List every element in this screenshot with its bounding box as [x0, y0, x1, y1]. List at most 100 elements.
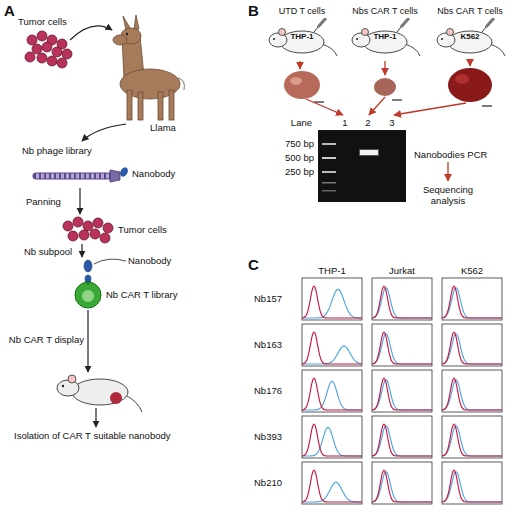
- histogram-frame: [442, 278, 502, 320]
- figure-label: Lane: [291, 117, 312, 128]
- mouse-eye: [273, 38, 275, 40]
- leader-line: [94, 259, 126, 264]
- sample-arrow: [306, 99, 343, 115]
- sample-arrow: [369, 97, 385, 115]
- sample-arrow: [394, 103, 466, 115]
- tumor-cells: [37, 31, 47, 41]
- car-t-cell: [82, 290, 94, 302]
- figure-label: Isolation of CAR T suitable nanobody: [14, 430, 171, 441]
- syringe: [314, 27, 318, 32]
- figure-label: 2: [365, 117, 370, 128]
- flow-arrow: [95, 408, 96, 427]
- syringe: [482, 27, 486, 32]
- mouse-ear: [362, 29, 369, 36]
- tumor-cells: [63, 217, 113, 243]
- injection-arrow: [384, 61, 385, 75]
- gel-image: [322, 190, 336, 192]
- mouse-illustration: [57, 380, 79, 396]
- syringe: [397, 27, 401, 32]
- tumor-photo: [284, 68, 492, 106]
- tumor-cells: [79, 230, 89, 240]
- figure-label: K562: [461, 265, 483, 276]
- histogram-curve: [302, 286, 362, 318]
- histogram-curve: [442, 380, 502, 410]
- flow-arrow: [79, 188, 80, 214]
- car-t-cell: [87, 282, 89, 285]
- histogram-curve: [302, 332, 362, 364]
- histogram-frame: [302, 462, 362, 504]
- node-label: THP-1: [373, 31, 396, 42]
- tumor-cells: [57, 58, 67, 68]
- histogram-frame: [302, 416, 362, 458]
- tumor-photo: [290, 77, 302, 85]
- figure-label: THP-1: [318, 265, 345, 276]
- figure-label: Sequencing analysis: [413, 184, 483, 206]
- histogram-curve: [372, 286, 432, 318]
- histogram-curve: [372, 378, 432, 410]
- gel-image: [360, 150, 378, 155]
- process-arrow: [447, 162, 448, 181]
- histogram-frame: [442, 370, 502, 412]
- tumor-cells: [73, 217, 83, 227]
- node-label: THP-1: [290, 31, 313, 42]
- flow-arrow: [82, 124, 126, 141]
- histogram-frame: [372, 324, 432, 366]
- figure-label: Nb157: [254, 293, 282, 304]
- llama-illustration: [178, 78, 184, 90]
- tumor-cells: [83, 221, 93, 231]
- histogram-curve: [442, 332, 502, 364]
- tumor-cells: [100, 233, 110, 243]
- mouse-illustration: [127, 396, 142, 412]
- flow-arrow: [87, 310, 88, 372]
- histogram-curve: [372, 470, 432, 502]
- mouse-tail: [405, 44, 420, 56]
- histogram-grid: [302, 278, 502, 504]
- tumor-cells: [47, 56, 57, 66]
- histogram-curve: [302, 424, 362, 456]
- mouse-ear: [447, 29, 454, 36]
- mouse-illustration: [110, 392, 122, 404]
- figure-label: Nb163: [254, 339, 282, 350]
- syringe: [318, 18, 326, 27]
- panel-letter: B: [248, 2, 259, 19]
- mouse-node: UTD T cellsTHP-1: [262, 6, 342, 58]
- figure-label: Nb176: [254, 385, 282, 396]
- figure-label: Jurkat: [389, 265, 415, 276]
- histogram-curve: [442, 334, 502, 364]
- tumor-cells: [93, 218, 103, 228]
- mouse-illustration: [57, 375, 142, 412]
- mouse-node: Nbs CAR T cellsTHP-1: [345, 6, 425, 58]
- histogram-frame: [372, 462, 432, 504]
- figure-label: 3: [389, 117, 394, 128]
- tumor-cells: [63, 221, 73, 231]
- figure-label: Llama: [150, 122, 176, 133]
- figure-label: Nb210: [254, 477, 282, 488]
- histogram-curve: [372, 288, 432, 318]
- llama-illustration: [169, 90, 174, 120]
- llama-illustration: [126, 33, 128, 35]
- tumor-cells: [32, 44, 42, 54]
- panel-letter: C: [248, 256, 259, 273]
- injection-arrow: [469, 61, 470, 66]
- node-heading: UTD T cells: [262, 6, 342, 17]
- nanobody-icon: [84, 260, 92, 283]
- gel-image: [322, 143, 336, 145]
- gel-image: [322, 171, 336, 173]
- histogram-curve: [372, 472, 432, 502]
- histogram-curve: [442, 286, 502, 318]
- tumor-cells: [27, 35, 37, 45]
- gel-image: [318, 130, 406, 202]
- histogram-curve: [302, 482, 362, 502]
- histogram-frame: [302, 324, 362, 366]
- figure-label: Nb CAR T display: [9, 334, 84, 345]
- nanobody-icon: [84, 260, 92, 272]
- mouse-illustration: [62, 385, 64, 387]
- gel-image: [322, 182, 336, 184]
- histogram-curve: [372, 380, 432, 410]
- figure-label: 250 bp: [285, 166, 314, 177]
- phage-illustration: [36, 166, 130, 182]
- histogram-curve: [372, 332, 432, 364]
